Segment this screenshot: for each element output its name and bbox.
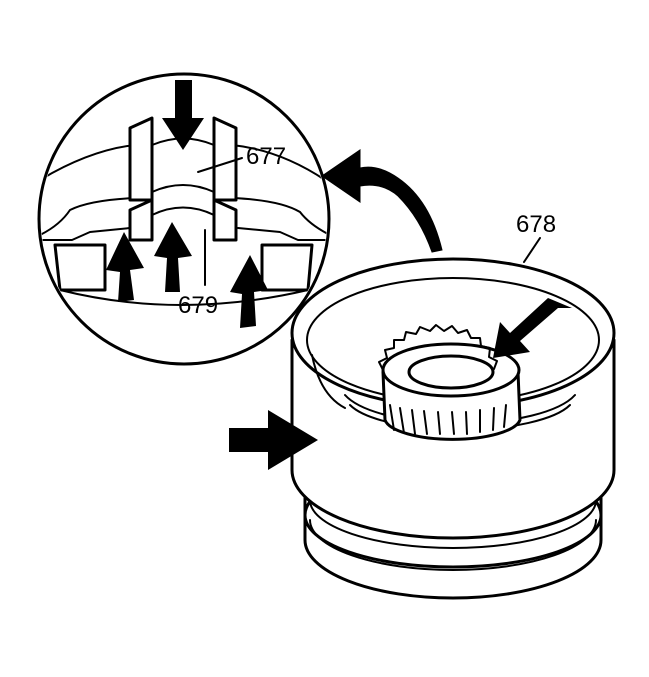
hub-splines: [389, 404, 507, 435]
detail-lower-left-block: [53, 243, 107, 292]
detail-up-arrow-right: [230, 255, 268, 328]
detail-piston-mid: [151, 184, 215, 193]
detail-lower-floor: [59, 289, 309, 306]
callout-679: 679: [178, 292, 218, 319]
leader-678: [523, 237, 541, 263]
detail-housing-body: [41, 227, 327, 241]
detail-piston-right-wall: [212, 116, 238, 202]
curved-transfer-arrow: [321, 149, 443, 253]
detail-piston-lower-right: [212, 198, 238, 242]
housing-inner-bore: [311, 354, 346, 409]
leader-677: [197, 157, 243, 173]
side-pressure-arrow: [229, 410, 318, 470]
hub-bore: [407, 354, 495, 390]
callout-678: 678: [516, 211, 556, 238]
hub-spline-teeth: [378, 324, 498, 371]
detail-down-arrow: [162, 80, 204, 150]
hub-pressure-arrow: [493, 298, 572, 358]
detail-up-arrow-center: [154, 222, 192, 292]
housing-assembly: [229, 257, 616, 600]
housing-groove-lower: [309, 519, 597, 571]
detail-view: [37, 72, 331, 366]
splined-hub: [378, 324, 522, 441]
detail-piston-left-wall: [128, 116, 154, 202]
detail-piston-lower-left: [128, 198, 154, 242]
housing-groove-upper: [309, 499, 597, 549]
callout-677: 677: [246, 143, 286, 170]
detail-piston-seal: [151, 206, 215, 216]
detail-upper-arc: [41, 144, 326, 181]
curved-arrow-body: [321, 149, 443, 253]
detail-outer-curve: [41, 197, 327, 236]
detail-lower-right-block: [260, 243, 314, 292]
detail-up-arrow-left: [106, 232, 144, 302]
